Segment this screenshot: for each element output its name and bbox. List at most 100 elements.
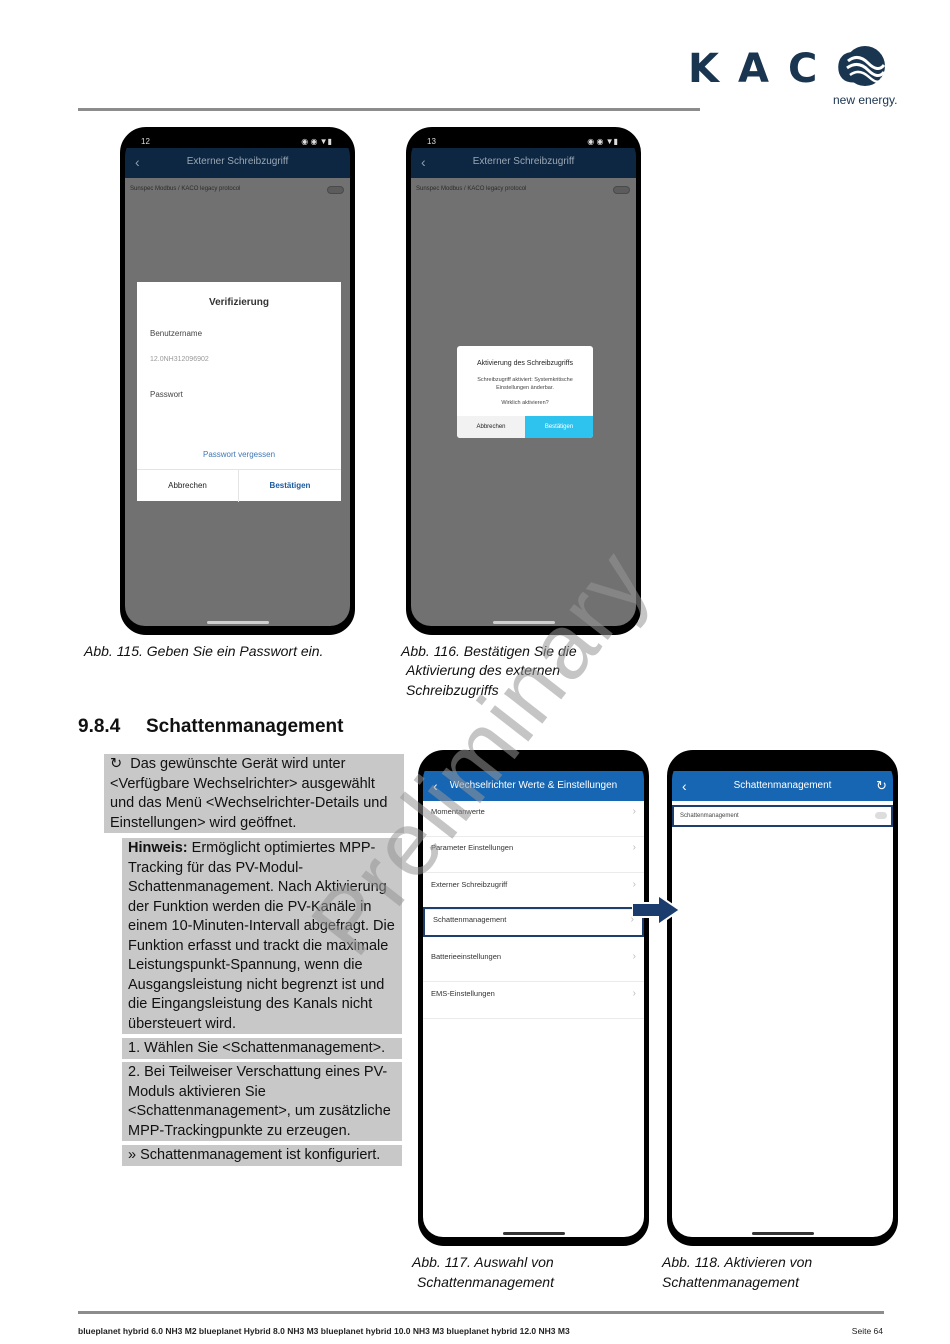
kaco-logo-text: KACO	[688, 46, 890, 92]
status-time: 12	[141, 137, 150, 146]
caption-fig118-line2: Schattenmanagement	[662, 1274, 799, 1290]
protocol-row-label: Sunspec Modbus / KACO legacy protocol	[416, 186, 527, 192]
confirm-button[interactable]: Bestätigen	[525, 416, 593, 438]
caption-fig116-line1: Abb. 116. Bestätigen Sie die	[401, 643, 577, 659]
header-divider	[78, 108, 700, 111]
app-header: ‹ Wechselrichter Werte & Einstellungen	[423, 771, 644, 801]
note-text: Ermöglicht optimiertes MPP-Tracking für …	[128, 840, 395, 1032]
caption-fig115: Abb. 115. Geben Sie ein Passwort ein.	[84, 643, 324, 659]
home-indicator	[502, 1232, 565, 1235]
back-arrow-icon[interactable]: ‹	[433, 778, 438, 794]
username-label: Benutzername	[150, 329, 203, 338]
dialog-body: Schreibzugriff aktiviert: Systemkritisch…	[477, 377, 573, 391]
app-header: ‹ Externer Schreibzugriff	[411, 148, 636, 178]
page-number: Seite 64	[851, 1326, 883, 1336]
status-bar: 13 ◉ ◉ ▼▮	[411, 136, 636, 148]
app-header-title: Schattenmanagement	[733, 780, 832, 791]
section-title: Schattenmanagement	[146, 716, 344, 737]
protocol-toggle[interactable]	[327, 186, 344, 194]
phone-inverter-menu: ‹ Wechselrichter Werte & Einstellungen M…	[418, 750, 649, 1246]
menu-item-momentanwerte[interactable]: Momentanwerte ›	[423, 801, 644, 837]
home-indicator	[492, 621, 555, 624]
phone-screen: ‹ Schattenmanagement ↻ Schattenmanagemen…	[672, 759, 893, 1237]
shade-management-row: Schattenmanagement	[672, 805, 893, 827]
app-header: ‹ Schattenmanagement ↻	[672, 771, 893, 801]
phone-shade-management: ‹ Schattenmanagement ↻ Schattenmanagemen…	[667, 750, 898, 1246]
footer-products: blueplanet hybrid 6.0 NH3 M2 blueplanet …	[78, 1326, 570, 1336]
back-arrow-icon[interactable]: ‹	[135, 154, 140, 170]
app-header: ‹ Externer Schreibzugriff	[125, 148, 350, 178]
menu-item-parameter[interactable]: Parameter Einstellungen ›	[423, 837, 644, 873]
caption-fig117-line2: Schattenmanagement	[417, 1274, 554, 1290]
menu-item-label: Momentanwerte	[431, 807, 485, 816]
dialog-title: Verifizierung	[208, 297, 269, 308]
phone-activation: 13 ◉ ◉ ▼▮ ‹ Externer Schreibzugriff Suns…	[406, 127, 641, 635]
chevron-right-icon: ›	[632, 842, 636, 853]
step-2: 2. Bei Teilweiser Verschattung eines PV-…	[122, 1062, 402, 1141]
menu-item-shade-management[interactable]: Schattenmanagement ›	[423, 907, 644, 937]
footer-divider	[78, 1311, 884, 1314]
forgot-password-link[interactable]: Passwort vergessen	[202, 450, 276, 459]
password-label: Passwort	[150, 390, 183, 399]
phone-screen: ‹ Wechselrichter Werte & Einstellungen M…	[423, 759, 644, 1237]
refresh-icon[interactable]: ↻	[876, 778, 887, 793]
menu-item-external-write[interactable]: Externer Schreibzugriff ›	[423, 874, 644, 910]
caption-fig118-line1: Abb. 118. Aktivieren von	[662, 1254, 813, 1270]
status-icons: ◉ ◉ ▼▮	[587, 137, 618, 146]
home-indicator	[751, 1232, 814, 1235]
section-number: 9.8.4	[78, 716, 121, 737]
chevron-right-icon: ›	[632, 879, 636, 890]
note-label: Hinweis:	[128, 840, 188, 856]
app-header-title: Externer Schreibzugriff	[186, 156, 289, 167]
phone-verification: 12 ◉ ◉ ▼▮ ‹ Externer Schreibzugriff Suns…	[120, 127, 355, 635]
cancel-button[interactable]: Abbrechen	[457, 416, 525, 438]
dialog-title: Aktivierung des Schreibzugriffs	[477, 360, 573, 367]
dialog-question: Wirklich aktivieren?	[501, 400, 549, 406]
intro-text: Das gewünschte Gerät wird unter <Verfügb…	[110, 756, 388, 831]
menu-item-battery[interactable]: Batterieeinstellungen ›	[423, 946, 644, 982]
chevron-right-icon: ›	[632, 988, 636, 999]
chevron-right-icon: ›	[630, 914, 634, 925]
status-bar	[672, 759, 893, 771]
activation-dialog: Aktivierung des Schreibzugriffs Schreibz…	[457, 346, 593, 438]
step-1: 1. Wählen Sie <Schattenmanagement>.	[122, 1038, 402, 1059]
phone-screen: 13 ◉ ◉ ▼▮ ‹ Externer Schreibzugriff Suns…	[411, 136, 636, 626]
status-bar	[423, 759, 644, 771]
caption-fig116-line3: Schreibzugriffs	[406, 682, 499, 698]
menu-item-label: Externer Schreibzugriff	[431, 880, 508, 889]
dimmed-background: Sunspec Modbus / KACO legacy protocol Ve…	[125, 178, 350, 626]
chevron-right-icon: ›	[632, 951, 636, 962]
chevron-right-icon: ›	[632, 806, 636, 817]
kaco-tagline: new energy.	[833, 93, 898, 107]
menu-list: Momentanwerte› Parameter Einstellungen› …	[423, 801, 644, 1237]
confirm-button[interactable]: Bestätigen	[269, 481, 311, 490]
settings-area: Schattenmanagement	[672, 801, 893, 1237]
shade-management-toggle[interactable]	[875, 812, 887, 819]
caption-fig117-line1: Abb. 117. Auswahl von	[412, 1254, 554, 1270]
protocol-row-label: Sunspec Modbus / KACO legacy protocol	[130, 186, 241, 192]
refresh-icon: ↻	[110, 756, 123, 772]
menu-item-label: Batterieeinstellungen	[431, 952, 502, 961]
status-time: 13	[427, 137, 436, 146]
status-bar: 12 ◉ ◉ ▼▮	[125, 136, 350, 148]
kaco-globe-icon	[845, 46, 886, 86]
note-block: Hinweis: Ermöglicht optimiertes MPP-Trac…	[122, 838, 402, 1034]
phone-screen: 12 ◉ ◉ ▼▮ ‹ Externer Schreibzugriff Suns…	[125, 136, 350, 626]
back-arrow-icon[interactable]: ‹	[682, 778, 687, 794]
intro-block: ↻ Das gewünschte Gerät wird unter <Verfü…	[104, 754, 404, 833]
dimmed-background: Sunspec Modbus / KACO legacy protocol Ak…	[411, 178, 636, 626]
menu-item-label: EMS-Einstellungen	[431, 989, 495, 998]
result-line: » Schattenmanagement ist konfiguriert.	[122, 1145, 402, 1166]
menu-item-label: Parameter Einstellungen	[431, 843, 514, 852]
cancel-button[interactable]: Abbrechen	[137, 470, 239, 502]
app-header-title: Externer Schreibzugriff	[472, 156, 575, 167]
menu-item-ems[interactable]: EMS-Einstellungen ›	[423, 983, 644, 1019]
status-icons: ◉ ◉ ▼▮	[301, 137, 332, 146]
protocol-toggle[interactable]	[613, 186, 630, 194]
back-arrow-icon[interactable]: ‹	[421, 154, 426, 170]
shade-management-label: Schattenmanagement	[680, 813, 739, 819]
home-indicator	[206, 621, 269, 624]
menu-item-label: Schattenmanagement	[433, 915, 507, 924]
username-field[interactable]: 12.0NH312096902	[150, 356, 209, 363]
app-header-title: Wechselrichter Werte & Einstellungen	[449, 780, 618, 791]
